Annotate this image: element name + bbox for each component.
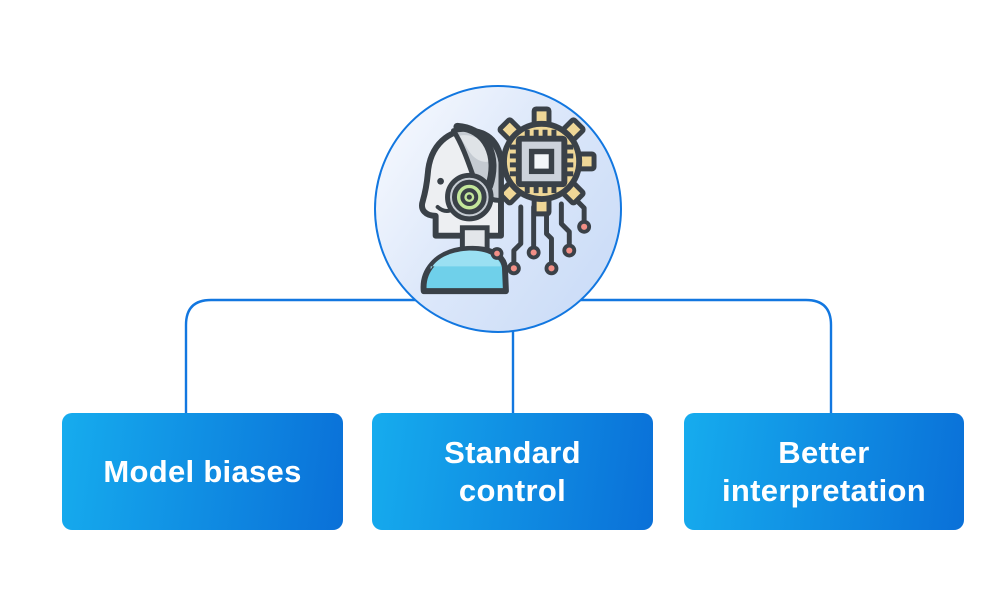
- headphones-icon: [445, 122, 497, 222]
- node-label: Model biases: [103, 453, 302, 489]
- shoulder-circuit-dot: [490, 247, 504, 260]
- central-node: [374, 85, 622, 333]
- robot-shoulders: [420, 245, 509, 295]
- node-better-interpretation: Better interpretation: [684, 413, 964, 530]
- node-model-biases: Model biases: [62, 413, 343, 530]
- node-label: Better interpretation: [722, 434, 926, 508]
- node-standard-control: Standard control: [372, 413, 653, 530]
- circuit-node-dots: [506, 219, 592, 276]
- node-label: Standard control: [444, 434, 581, 508]
- chip-pins: [509, 129, 574, 194]
- gear-chip-icon: [486, 106, 597, 217]
- robot-eye: [437, 177, 444, 185]
- ai-robot-chip-gear-icon: [419, 106, 597, 295]
